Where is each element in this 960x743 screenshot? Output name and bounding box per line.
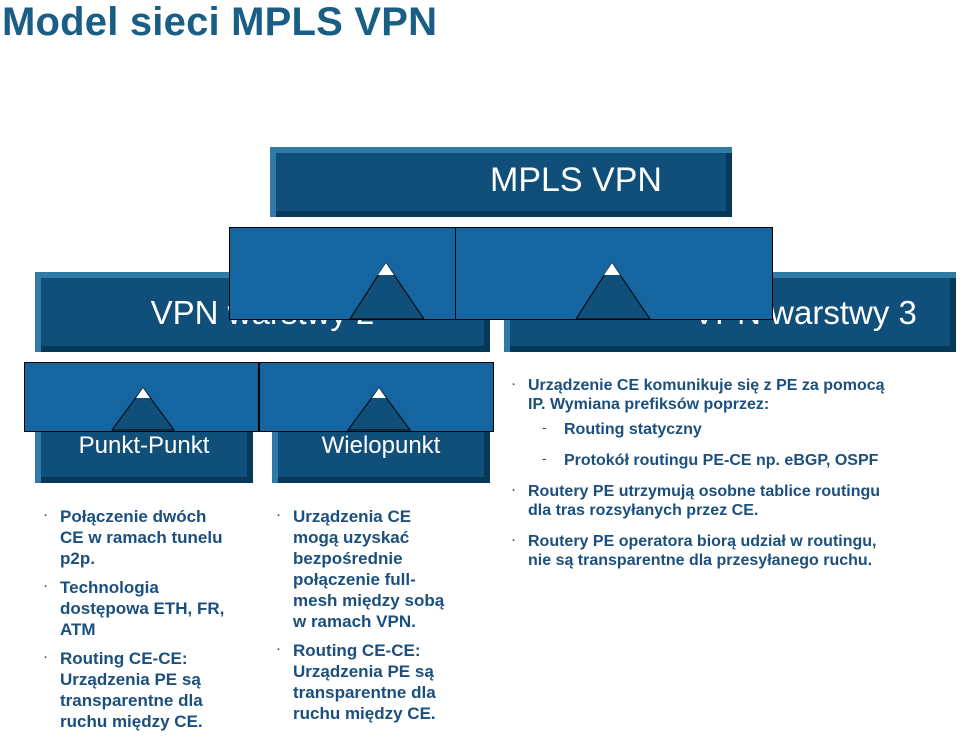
multipoint-bullet-list: · Urządzenia CE mogą uzyskać bezpośredni… [277,506,445,732]
sub-bullet-dash: - [542,419,547,435]
bullet-dot: · [277,644,281,656]
mpls-vpn-box: MPLS VPN [270,147,732,217]
p2p-bullet-list: · Połączenie dwóch CE w ramach tunelu p2… [44,506,225,740]
multipoint-label: Wielopunkt [321,432,441,459]
l3-bullet-1: · Urządzenie CE komunikuje się z PE za p… [512,377,885,413]
l3-sub-bullet-2: - Protokół routingu PE-CE np. eBGP, OSPF [542,450,879,469]
l3-bullet-3: · Routery PE operatora biorą udział w ro… [512,533,877,569]
p2p-bullet-2: · Technologia dostępowa ETH, FR, ATM [44,578,225,639]
p2p-bullet-3: · Routing CE-CE: Urządzenia PE są transp… [44,649,203,731]
page-title: Model sieci MPLS VPN [2,0,438,44]
bullet-dot: · [512,535,516,547]
multi-bullet-2: · Routing CE-CE: Urządzenia PE są transp… [277,641,436,723]
connector-block-left [229,227,456,320]
bullet-dot: · [44,581,48,593]
p2p-label: Punkt-Punkt [78,432,210,459]
bullet-dot: · [512,485,516,497]
bullet-dot: · [44,652,48,664]
bullet-dot: · [44,510,48,522]
l3-bullet-list: · Urządzenie CE komunikuje się z PE za p… [512,376,885,578]
connector-block-p2p [24,362,259,432]
sub-bullet-dash: - [542,450,547,466]
l3-sub-bullet-1: - Routing statyczny [542,419,702,438]
connector-block-right [455,227,773,320]
connector-block-multi [259,362,494,432]
l3-bullet-2: · Routery PE utrzymują osobne tablice ro… [512,483,881,519]
mpls-vpn-label: MPLS VPN [490,161,662,199]
p2p-bullet-1: · Połączenie dwóch CE w ramach tunelu p2… [44,507,223,568]
multi-bullet-1: · Urządzenia CE mogą uzyskać bezpośredni… [277,507,445,631]
bullet-dot: · [512,379,516,391]
bullet-dot: · [277,510,281,522]
